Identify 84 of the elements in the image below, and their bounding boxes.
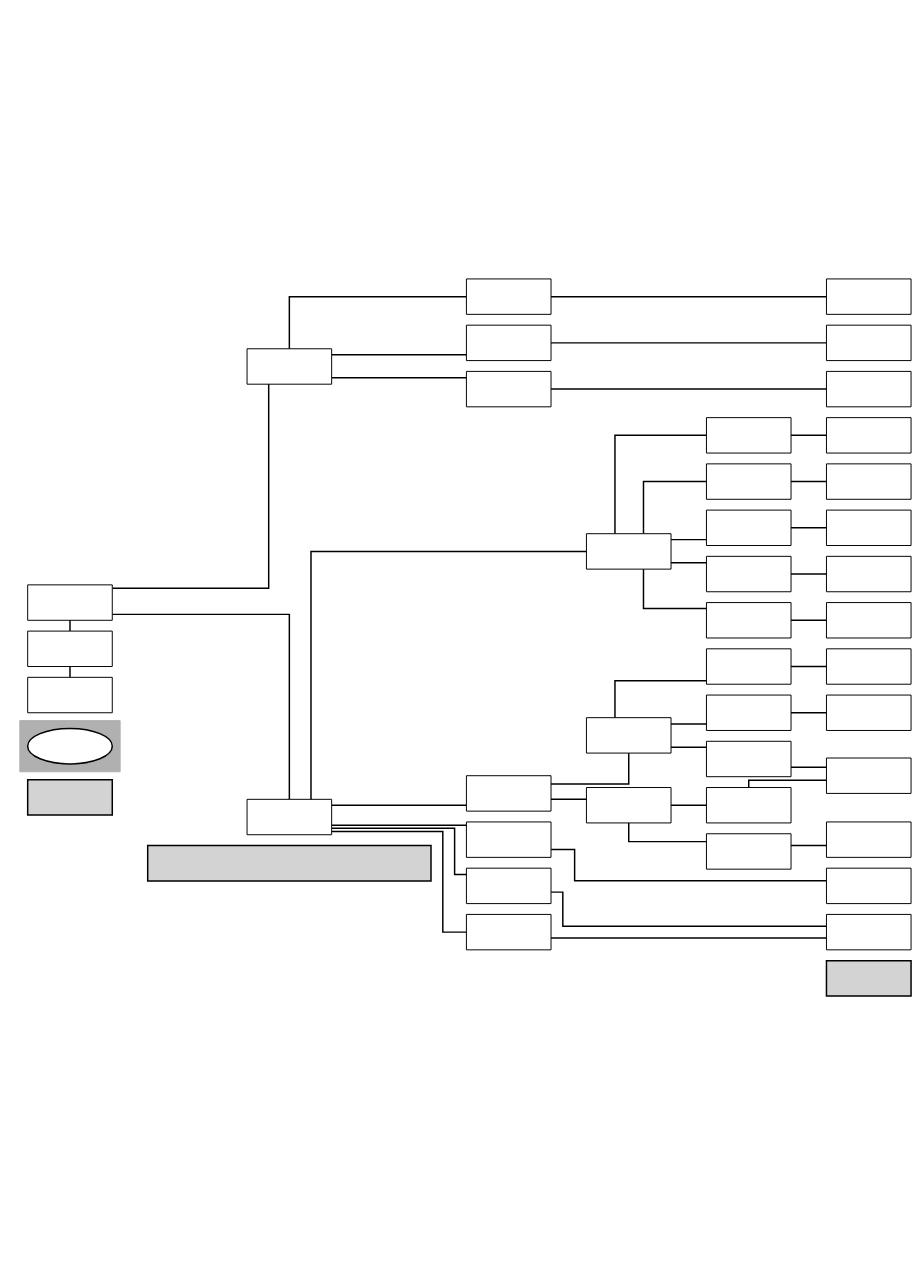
node-box <box>825 648 912 685</box>
node-box <box>825 757 912 794</box>
node-box <box>825 602 912 639</box>
connector <box>670 562 708 564</box>
node-box <box>27 630 113 667</box>
connector <box>288 295 467 350</box>
connector <box>614 680 708 719</box>
node-box <box>465 278 552 315</box>
connector <box>550 848 828 882</box>
node-box <box>465 324 552 362</box>
node-box <box>26 778 113 816</box>
node-box <box>825 959 912 997</box>
connector <box>790 619 828 621</box>
node-box <box>825 417 912 454</box>
node-box <box>465 370 552 408</box>
connector <box>790 712 828 714</box>
node-ellipse <box>26 727 113 765</box>
node-box <box>246 348 333 385</box>
connector <box>642 568 707 610</box>
connector <box>69 665 71 678</box>
connector <box>331 824 467 826</box>
connector <box>111 613 291 800</box>
node-box <box>825 509 912 546</box>
node-box <box>705 602 792 639</box>
node-box <box>825 278 912 315</box>
connector <box>790 527 828 529</box>
node-box <box>825 821 912 858</box>
connector <box>614 434 708 535</box>
connector <box>331 804 467 806</box>
node-box <box>465 913 552 951</box>
node-box <box>705 833 792 870</box>
connector <box>670 723 708 725</box>
node-box <box>705 555 792 593</box>
node-box <box>825 324 912 362</box>
node-box <box>825 463 912 500</box>
connector <box>748 779 828 789</box>
connector <box>69 619 71 632</box>
node-box <box>705 463 792 500</box>
connector <box>628 822 708 843</box>
node-box <box>27 676 113 714</box>
node-box <box>705 694 792 731</box>
connector <box>550 798 588 801</box>
node-box <box>585 717 672 754</box>
node-box <box>825 867 912 905</box>
node-box <box>705 417 792 454</box>
node-box <box>585 787 672 824</box>
connector <box>331 827 468 876</box>
connector <box>331 377 467 379</box>
connector <box>550 937 827 939</box>
connector <box>330 830 467 933</box>
node-box <box>465 867 552 905</box>
connector <box>550 295 827 298</box>
node-box <box>825 555 912 593</box>
connector <box>790 844 828 847</box>
node-box <box>146 844 432 882</box>
connector <box>550 752 630 785</box>
node-box <box>705 648 792 685</box>
connector <box>790 434 828 437</box>
connector <box>670 746 708 748</box>
connector <box>550 388 827 390</box>
connector <box>790 480 828 483</box>
node-box <box>825 913 912 951</box>
connector <box>790 766 828 769</box>
node-box <box>825 694 912 731</box>
connector <box>670 804 708 806</box>
connector <box>111 383 270 590</box>
connector <box>790 573 828 575</box>
connector <box>550 342 827 344</box>
connector <box>310 550 587 800</box>
connector <box>331 353 467 356</box>
node-box <box>465 821 552 858</box>
connector <box>670 538 708 541</box>
connector <box>550 891 827 927</box>
node-box <box>705 787 792 824</box>
connector <box>642 480 707 535</box>
node-box <box>705 509 792 546</box>
node-box <box>27 584 113 621</box>
node-box <box>825 370 912 408</box>
node-box <box>465 775 552 812</box>
node-box <box>585 533 672 570</box>
node-box <box>246 798 333 836</box>
node-box <box>705 740 792 778</box>
connector <box>790 665 828 668</box>
cluster <box>19 720 121 773</box>
